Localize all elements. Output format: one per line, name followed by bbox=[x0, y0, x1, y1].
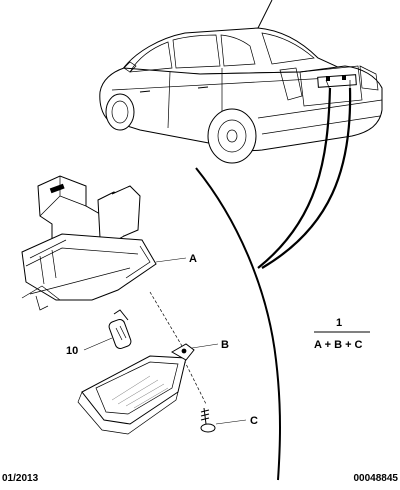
kit-reference: 1 A + B + C bbox=[314, 317, 370, 351]
callout-10: 10 bbox=[66, 345, 78, 357]
leader-c bbox=[215, 419, 247, 425]
footer-reference: 00048845 bbox=[354, 473, 399, 484]
bulb bbox=[108, 309, 132, 349]
detail-boundary-arc bbox=[195, 167, 281, 481]
rear-wheel bbox=[207, 108, 257, 164]
assembly-line bbox=[181, 355, 207, 405]
lamp-housing bbox=[21, 175, 157, 311]
front-wheel bbox=[105, 93, 135, 131]
car-illustration bbox=[99, 0, 383, 164]
screw bbox=[200, 407, 216, 433]
lens bbox=[77, 343, 195, 435]
leader-a bbox=[155, 257, 187, 263]
callout-b: B bbox=[221, 339, 229, 351]
callout-c: C bbox=[250, 415, 258, 427]
kit-number: 1 bbox=[336, 317, 342, 329]
wiring-harness bbox=[257, 79, 352, 269]
kit-formula: A + B + C bbox=[314, 339, 363, 351]
assembly-line bbox=[149, 291, 183, 347]
footer-date: 01/2013 bbox=[2, 473, 39, 484]
leader-10 bbox=[83, 337, 113, 351]
callout-a: A bbox=[189, 253, 197, 265]
leader-b bbox=[191, 343, 219, 349]
